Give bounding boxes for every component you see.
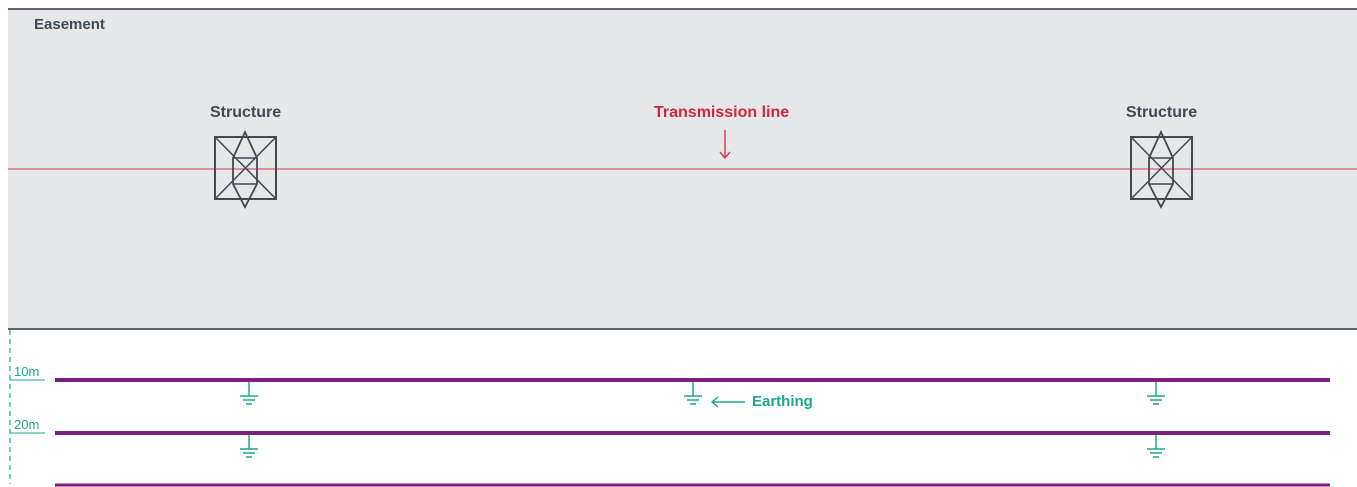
earthing-icon <box>684 382 702 405</box>
structure-left-label: Structure <box>210 104 282 121</box>
distance-label-10m: 10m <box>14 364 40 379</box>
earthing-icon <box>240 382 258 405</box>
structure-right-icon <box>1130 129 1193 209</box>
easement-label: Easement <box>34 16 105 33</box>
earthing-icon <box>240 435 258 458</box>
structure-right-label: Structure <box>1126 104 1198 121</box>
distance-label-20m: 20m <box>14 417 40 432</box>
earthing-icon <box>1147 435 1165 458</box>
structure-left-icon <box>214 129 277 209</box>
transmission-line-arrow <box>719 130 731 160</box>
earthing-label: Earthing <box>752 393 813 410</box>
transmission-line-label: Transmission line <box>654 104 790 121</box>
earthing-icon <box>1147 382 1165 405</box>
earthing-arrow <box>710 396 745 408</box>
